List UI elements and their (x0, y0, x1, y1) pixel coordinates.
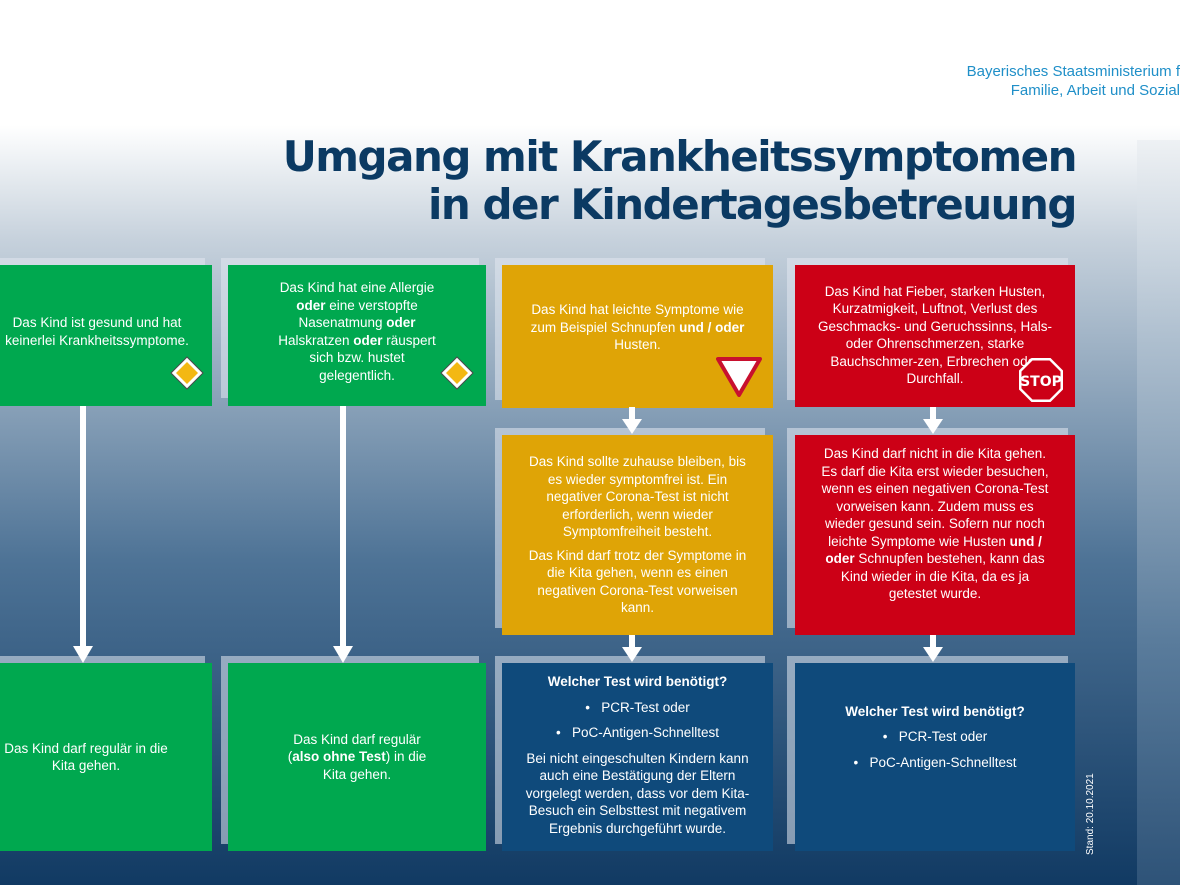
arrow-down-icon (923, 407, 943, 434)
bullet-icon: • (853, 754, 859, 770)
title-line-1: Umgang mit Krankheitssymptomen (282, 132, 1078, 181)
parent-confirmation-note: Bei nicht eingeschulten Kindern kann auc… (525, 750, 750, 836)
test-required-box-col3: Welcher Test wird benötigt? • PCR-Test o… (502, 663, 773, 851)
stay-home-box: Das Kind sollte zuhause bleiben, bis es … (502, 435, 773, 635)
bullet-icon: • (585, 699, 590, 715)
yield-sign-icon (716, 357, 762, 397)
test-option-antigen: • PoC-Antigen-Schnelltest (555, 725, 720, 740)
arrow-down-icon (73, 406, 93, 663)
arrow-down-icon (622, 407, 642, 434)
not-allowed-box: Das Kind darf nicht in die Kita gehen. E… (795, 435, 1075, 635)
test-option-pcr: • PCR-Test oder (882, 729, 988, 745)
regular-attendance-text: Das Kind darf regulär in die Kita gehen. (4, 740, 168, 774)
arrow-down-icon (333, 406, 353, 663)
mild-symptoms-box: Das Kind hat leichte Symptome wie zum Be… (502, 265, 773, 408)
healthy-text: Das Kind ist gesund und hat keinerlei Kr… (5, 315, 189, 348)
regular-attendance-box: Das Kind darf regulär in die Kita gehen. (0, 663, 212, 851)
severe-symptoms-text: Das Kind hat Fieber, starken Husten, Kur… (817, 283, 1053, 387)
healthy-box: Das Kind ist gesund und hat keinerlei Kr… (0, 265, 212, 406)
test-option-pcr: • PCR-Test oder (585, 699, 690, 715)
stay-home-text-2: Das Kind darf trotz der Symptome in die … (528, 547, 747, 616)
priority-road-sign-icon (170, 356, 204, 390)
date-stamp: Stand: 20.10.2021 (1085, 773, 1096, 855)
right-frame (1137, 140, 1180, 885)
page-title: Umgang mit Krankheitssymptomen in der Ki… (282, 132, 1078, 229)
ministry-name: Bayerisches Staatsministerium f Familie,… (967, 62, 1180, 100)
ministry-line-2: Familie, Arbeit und Sozial (1010, 82, 1180, 99)
test-required-heading: Welcher Test wird benötigt? (845, 703, 1025, 719)
arrow-down-icon (923, 635, 943, 662)
stay-home-text-1: Das Kind sollte zuhause bleiben, bis es … (529, 454, 746, 540)
stop-sign-label: STOP (1020, 374, 1062, 390)
test-required-heading: Welcher Test wird benötigt? (547, 674, 728, 689)
test-option-antigen: • PoC-Antigen-Schnelltest (853, 754, 1017, 770)
bullet-icon: • (882, 729, 888, 745)
mild-symptoms-text: Das Kind hat leichte Symptome wie zum Be… (530, 302, 745, 353)
not-allowed-text: Das Kind darf nicht in die Kita gehen. E… (821, 446, 1049, 602)
stop-sign-icon: STOP (1019, 358, 1063, 402)
priority-road-sign-icon (440, 356, 474, 390)
ministry-line-1: Bayerisches Staatsministerium f (966, 63, 1180, 80)
regular-no-test-text: Das Kind darf regulär (also ohne Test) i… (287, 731, 427, 782)
title-line-2: in der Kindertagesbetreuung (428, 180, 1077, 229)
regular-no-test-box: Das Kind darf regulär (also ohne Test) i… (228, 663, 486, 851)
arrow-down-icon (622, 635, 642, 662)
test-required-box-col4: Welcher Test wird benötigt? • PCR-Test o… (795, 663, 1075, 851)
bullet-icon: • (555, 725, 561, 740)
